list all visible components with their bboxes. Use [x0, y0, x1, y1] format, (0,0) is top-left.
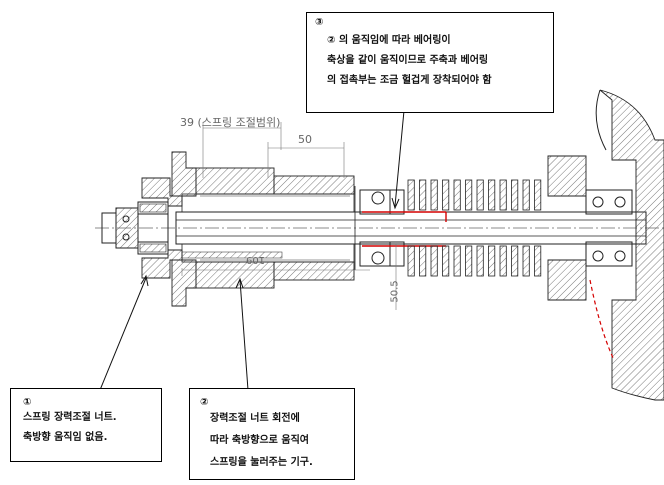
- note-line: 축상을 같이 움직이므로 주축과 베어링: [327, 55, 489, 66]
- spring-coil: [499, 179, 507, 211]
- spring-coil: [511, 179, 519, 211]
- spring-coil: [419, 245, 427, 277]
- spring-coil: [465, 245, 473, 277]
- note-line: 스프링을 눌러주는 기구.: [210, 457, 313, 468]
- note-line: 축방향 움직임 없음.: [23, 432, 108, 443]
- spring-coil: [534, 179, 542, 211]
- adjust-sleeve: [141, 151, 197, 307]
- note-line: 스프링 장력조절 너트.: [23, 412, 117, 423]
- spring-coil: [488, 179, 496, 211]
- spring-coil: [534, 245, 542, 277]
- spring-coil: [442, 245, 450, 277]
- spring-coil: [499, 245, 507, 277]
- note-line: ② 의 움직임에 따라 베어링이: [327, 35, 451, 46]
- spring-coil: [453, 179, 461, 211]
- spring-coil: [488, 245, 496, 277]
- spring-coil: [430, 179, 438, 211]
- spring-coil: [522, 245, 530, 277]
- note-line: 장력조절 너트 회전에: [210, 413, 300, 424]
- callout-note-1: ① 스프링 장력조절 너트. 축방향 움직임 없음.: [10, 388, 162, 462]
- note-line: 따라 축방향으로 움직여: [210, 435, 309, 446]
- spring-range-dim: 39 (스프링 조절범위): [180, 116, 281, 129]
- compression-spring: [407, 179, 542, 277]
- spring-coil: [442, 179, 450, 211]
- dim-50: 50: [298, 133, 312, 146]
- spring-coil: [419, 179, 427, 211]
- spring-coil: [430, 245, 438, 277]
- leader-lines: [99, 99, 406, 391]
- spring-coil: [476, 179, 484, 211]
- note-line: 의 접촉부는 조금 헐겁게 장착되어야 함: [327, 75, 492, 86]
- dim-109: 109: [246, 254, 266, 265]
- tension-adjust-nut: [101, 201, 169, 255]
- spring-coil: [522, 179, 530, 211]
- note-number: ①: [23, 397, 32, 408]
- callout-note-2: ② 장력조절 너트 회전에 따라 축방향으로 움직여 스프링을 눌러주는 기구.: [189, 388, 355, 480]
- spring-coil: [465, 179, 473, 211]
- right-bearing-housing: [547, 89, 664, 401]
- spring-coil: [453, 245, 461, 277]
- spring-coil: [407, 179, 415, 211]
- spring-coil: [476, 245, 484, 277]
- dim-50-5: 50.5: [389, 280, 401, 303]
- dimension-lines: [181, 122, 397, 310]
- sliding-bearing: [354, 186, 405, 270]
- note-number: ②: [200, 397, 209, 408]
- spring-coil: [511, 245, 519, 277]
- spring-coil: [407, 245, 415, 277]
- callout-note-3: ③ ② 의 움직임에 따라 베어링이 축상을 같이 움직이므로 주축과 베어링 …: [306, 12, 554, 113]
- sleeve-body: [181, 167, 355, 289]
- contact-highlight: [362, 211, 447, 247]
- note-number: ③: [315, 17, 324, 28]
